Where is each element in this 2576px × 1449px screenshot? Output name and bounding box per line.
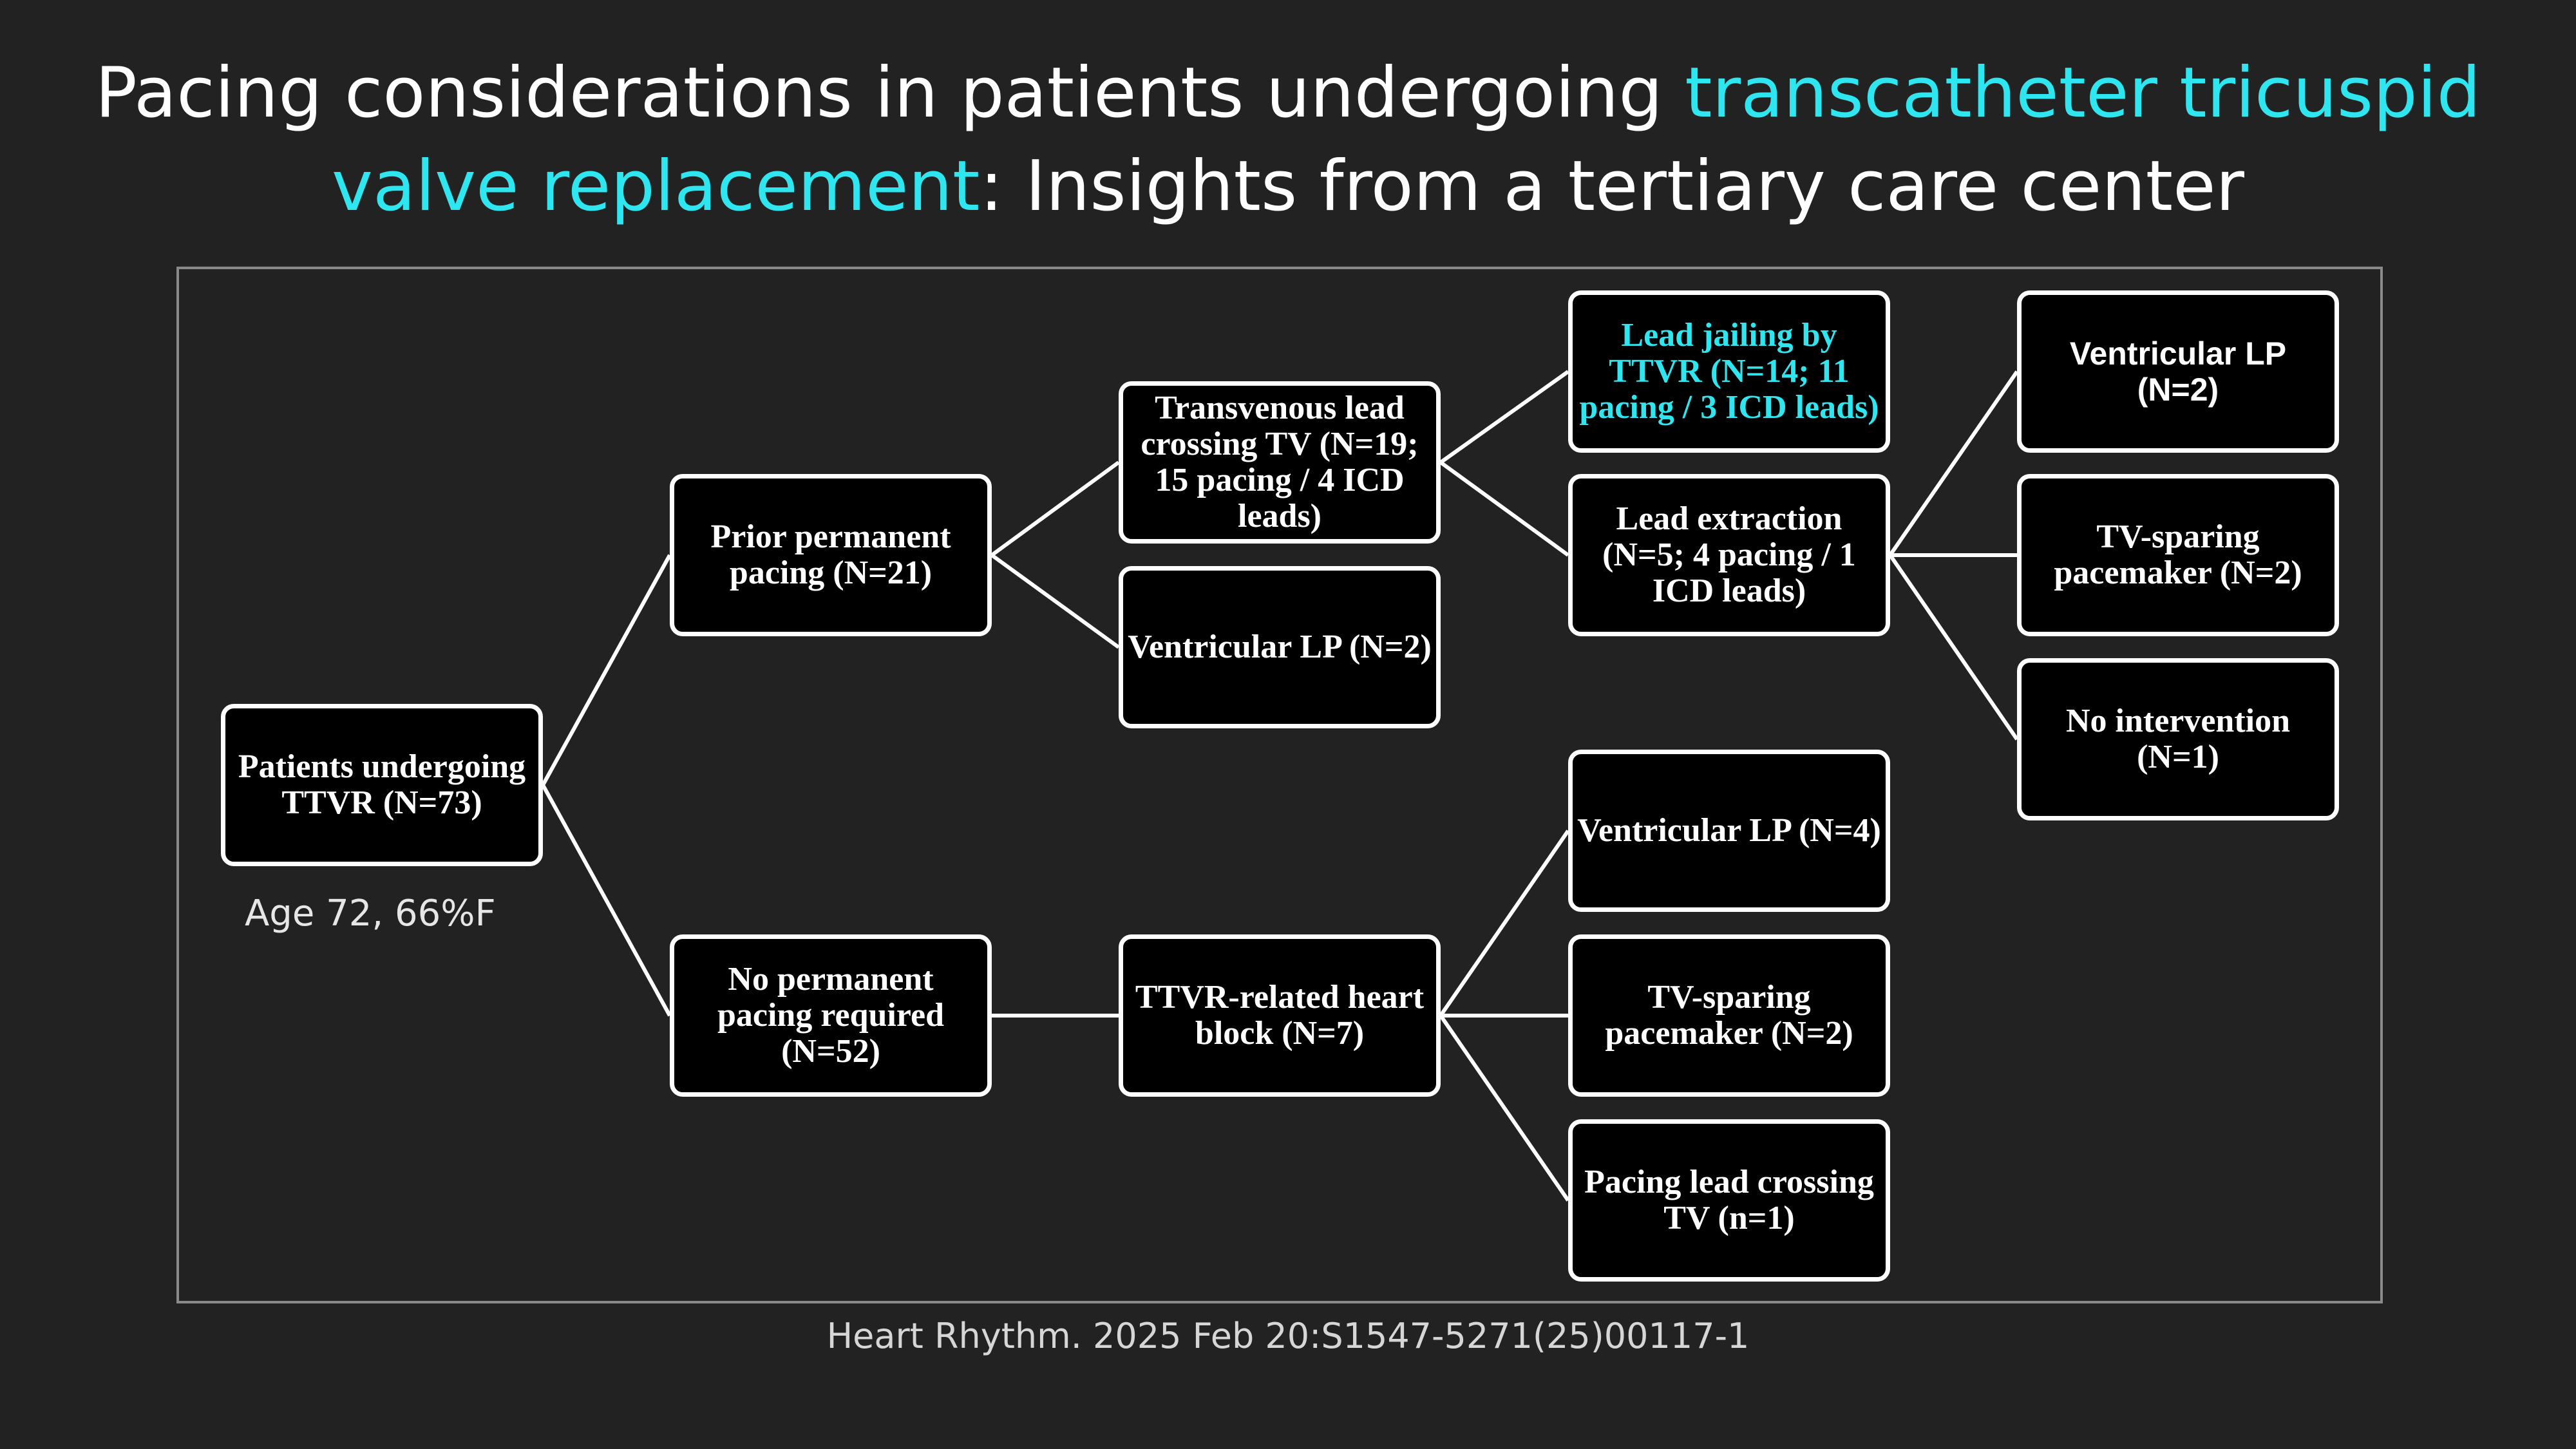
edge-prior-lp — [990, 553, 1120, 649]
edge-prior-transvenous — [990, 460, 1120, 557]
node-tv-sparing-block: TV-sparing pacemaker (N=2) — [1568, 934, 1890, 1097]
edge-extraction-nointervention — [1888, 554, 2019, 741]
node-no-permanent-pacing: No permanent pacing required (N=52) — [670, 934, 992, 1097]
slide-title: Pacing considerations in patients underg… — [64, 46, 2512, 233]
node-ventricular-lp-extraction: Ventricular LP (N=2) — [2017, 290, 2339, 453]
citation: Heart Rhythm. 2025 Feb 20:S1547-5271(25)… — [826, 1316, 1750, 1356]
edge-block-lp — [1439, 829, 1570, 1017]
node-transvenous-lead: Transvenous lead crossing TV (N=19; 15 p… — [1119, 381, 1441, 544]
node-ttvr-heart-block: TTVR-related heart block (N=7) — [1119, 934, 1441, 1097]
edge-extraction-lp — [1888, 370, 2019, 556]
diagram-frame — [176, 267, 2383, 1303]
edge-transvenous-jailing — [1439, 370, 1569, 464]
node-no-intervention: No intervention (N=1) — [2017, 658, 2339, 820]
node-prior-permanent-pacing: Prior permanent pacing (N=21) — [670, 474, 992, 636]
node-tv-sparing-extraction: TV-sparing pacemaker (N=2) — [2017, 474, 2339, 636]
node-patients-ttvr: Patients undergoing TTVR (N=73) — [221, 704, 543, 866]
node-lead-extraction: Lead extraction (N=5; 4 pacing / 1 ICD l… — [1568, 474, 1890, 636]
node-ventricular-lp-block: Ventricular LP (N=4) — [1568, 750, 1890, 912]
edge-transvenous-extraction — [1439, 460, 1569, 557]
node-pacing-lead-crossing: Pacing lead crossing TV (n=1) — [1568, 1119, 1890, 1282]
edge-block-pacinglead — [1439, 1014, 1570, 1202]
title-highlight: transcatheter tricuspid valve replacemen… — [332, 53, 2481, 227]
title-part2: : Insights from a tertiary care center — [980, 146, 2244, 227]
edge-root-prior — [541, 554, 672, 786]
title-part1: Pacing considerations in patients underg… — [95, 53, 1685, 133]
node-lead-jailing: Lead jailing by TTVR (N=14; 11 pacing / … — [1568, 290, 1890, 453]
node-ventricular-lp-prior: Ventricular LP (N=2) — [1119, 566, 1441, 728]
cohort-annotation: Age 72, 66%F — [245, 893, 496, 934]
edge-root-nopacing — [541, 784, 672, 1017]
